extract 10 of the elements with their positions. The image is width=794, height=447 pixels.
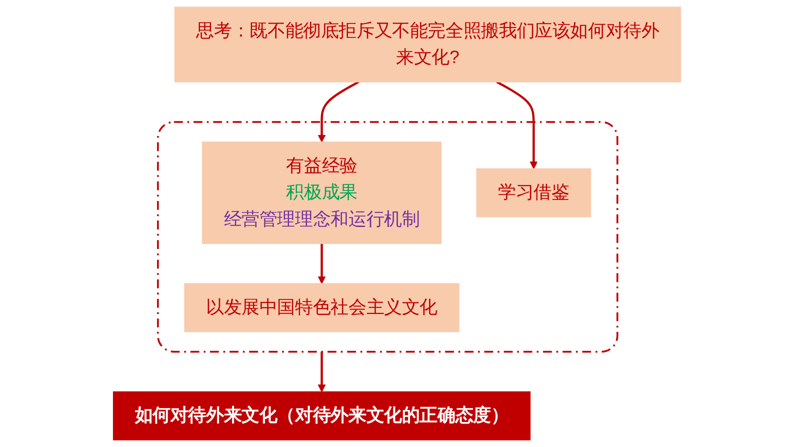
arrow <box>318 244 326 284</box>
node-box: 思考：既不能彻底拒斥又不能完全照搬我们应该如何对待外来文化? <box>174 6 682 82</box>
cluster <box>157 121 618 353</box>
arrow <box>318 80 360 142</box>
node-box: 学习借鉴 <box>476 168 592 218</box>
arrow <box>318 352 326 392</box>
node-box: 有益经验 积极成果 经营管理理念和运行机制 <box>202 142 442 244</box>
arrow <box>496 80 538 170</box>
node-box: 以发展中国特色社会主义文化 <box>184 283 460 332</box>
node-box: 如何对待外来文化（对待外来文化的正确态度） <box>112 391 531 440</box>
